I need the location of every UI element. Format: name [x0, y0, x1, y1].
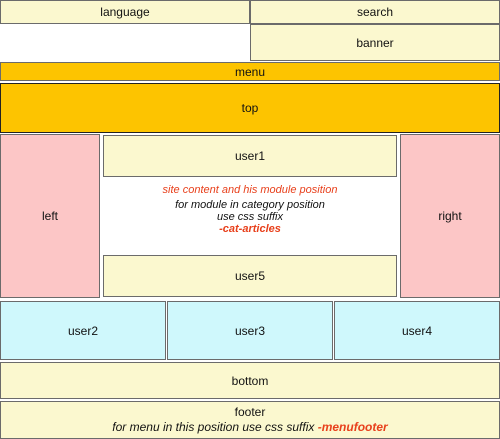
search-label: search: [356, 5, 394, 19]
language-label: language: [100, 5, 150, 19]
user5-label: user5: [234, 269, 266, 283]
content-note-line3: use css suffix: [216, 211, 284, 223]
bottom-label: bottom: [231, 373, 269, 388]
language-position: language: [0, 0, 250, 24]
user2-label: user2: [67, 323, 99, 338]
menu-label: menu: [234, 64, 266, 79]
footer-note-text: for menu in this position use css suffix: [112, 420, 315, 434]
user4-position: user4: [334, 301, 500, 360]
user1-position: user1: [103, 135, 397, 177]
right-position: right: [400, 134, 500, 298]
left-label: left: [41, 209, 58, 223]
top-position: top: [0, 83, 500, 133]
user3-position: user3: [167, 301, 333, 360]
footer-note-suffix: -menufooter: [317, 420, 388, 434]
user2-position: user2: [0, 301, 166, 360]
banner-label: banner: [356, 35, 394, 50]
search-position: search: [250, 0, 500, 24]
user5-position: user5: [103, 255, 397, 297]
top-label: top: [241, 101, 259, 115]
user3-label: user3: [234, 323, 266, 338]
footer-position: footer for menu in this position use css…: [0, 401, 500, 439]
content-note-line2: for module in category position: [175, 199, 325, 211]
banner-position: banner: [250, 24, 500, 61]
footer-label: footer: [234, 405, 266, 419]
content-notes: site content and his module position for…: [101, 184, 399, 235]
content-note-suffix: -cat-articles: [219, 223, 281, 235]
left-position: left: [0, 134, 100, 298]
menu-position: menu: [0, 62, 500, 81]
user4-label: user4: [401, 323, 433, 338]
bottom-position: bottom: [0, 362, 500, 399]
footer-note: for menu in this position use css suffix…: [112, 420, 387, 435]
content-note-line1: site content and his module position: [162, 184, 338, 196]
user1-label: user1: [234, 149, 266, 163]
right-label: right: [438, 209, 462, 223]
